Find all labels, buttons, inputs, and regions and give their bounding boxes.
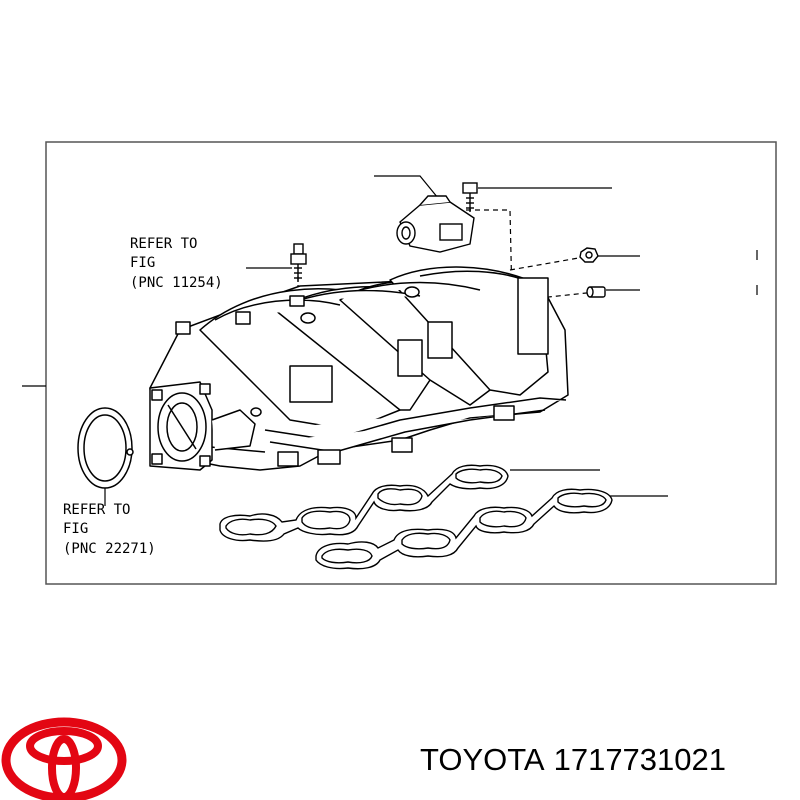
nut-icon (579, 247, 599, 263)
callout-refer-top: REFER TO FIG (PNC 11254) (130, 236, 223, 291)
callout-refer-top-line2: FIG (130, 255, 155, 271)
intake-manifold (149, 266, 569, 471)
diagram-frame (45, 141, 777, 585)
sensor-icon (396, 195, 475, 253)
callout-refer-left: REFER TO FIG (PNC 22271) (63, 488, 156, 557)
gasket-lower (315, 488, 613, 570)
stud-bolt-icon (290, 243, 307, 282)
leader-lines (246, 175, 758, 497)
leader-sensor (374, 175, 439, 199)
stud-icon (586, 286, 606, 298)
toyota-logo-icon (1, 717, 127, 800)
part-number: 1717731021 (553, 742, 727, 777)
gasket-upper (219, 464, 509, 542)
callout-refer-left-line3: (PNC 22271) (63, 541, 156, 557)
callout-refer-left-line2: FIG (63, 521, 88, 537)
bolt-top-icon (462, 182, 478, 212)
callout-refer-top-line1: REFER TO (130, 236, 197, 252)
brand-name: TOYOTA (420, 742, 545, 777)
throttle-gasket (77, 407, 134, 489)
callout-refer-left-line1: REFER TO (63, 502, 130, 518)
callout-refer-top-line3: (PNC 11254) (130, 275, 223, 291)
